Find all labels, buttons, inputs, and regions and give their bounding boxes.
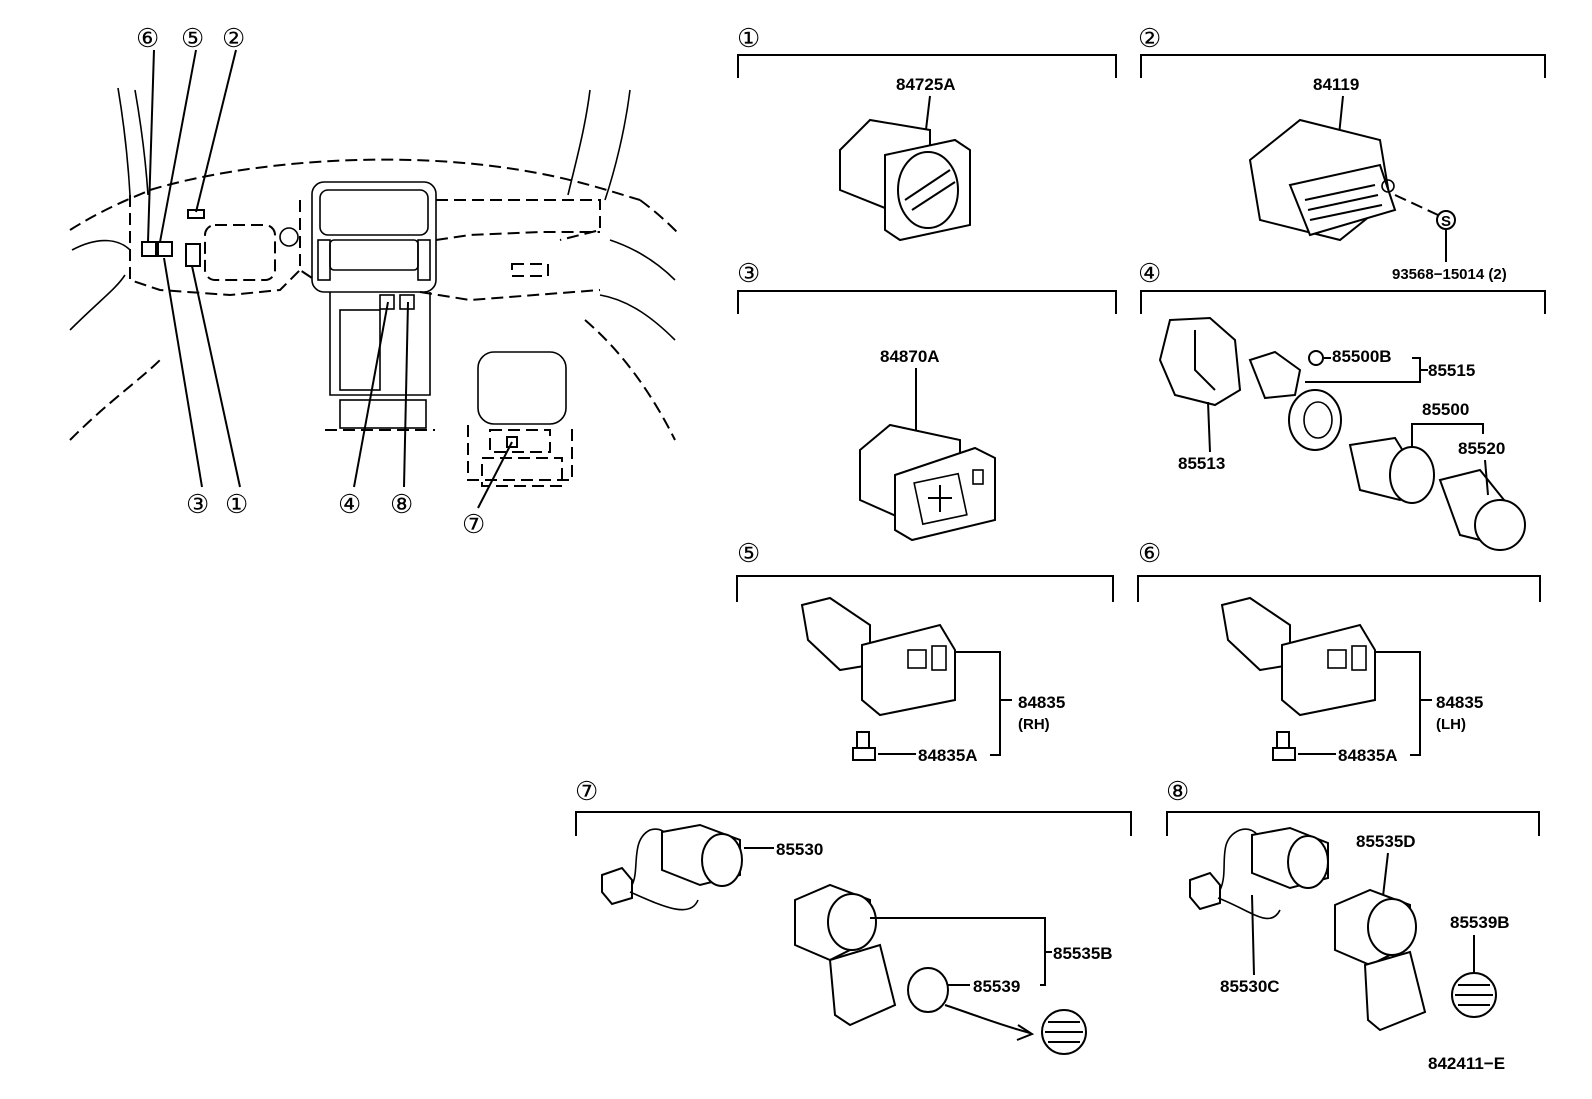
part-85500-label: 85500 — [1422, 400, 1469, 419]
section-4: ④ 85513 85500B 85515 85500 85520 — [1138, 258, 1546, 551]
section-6: ⑥ 84835 (LH) 84835A — [1137, 538, 1541, 765]
lighter-retainer-part — [1158, 316, 1242, 407]
section-8-marker: ⑧ — [1166, 776, 1189, 806]
part-84870A-label: 84870A — [880, 347, 940, 366]
section-8: ⑧ 85535D 85530C 85539B — [1166, 776, 1540, 1032]
section-1-marker: ① — [737, 23, 760, 53]
section-7: ⑦ 85530 85535B 85539 — [575, 776, 1132, 1055]
part-85515-label: 85515 — [1428, 361, 1475, 380]
overview-callout-6: ⑥ — [136, 23, 159, 53]
cap-label-detail — [1041, 1009, 1087, 1055]
section-2: ② 84119 S 93568−15014 (2) — [1138, 23, 1546, 283]
screw-symbol: S — [1441, 213, 1451, 230]
seat-heater-switch-rh-part — [800, 596, 956, 717]
part-85520-label: 85520 — [1458, 439, 1505, 458]
overview-callout-4: ④ — [338, 489, 361, 519]
part-85530-label: 85530 — [776, 840, 823, 859]
part-93568-15014-label: 93568−15014 (2) — [1392, 266, 1507, 283]
part-84835-lh-label: 84835 — [1436, 693, 1483, 712]
overview-callout-2: ② — [222, 23, 245, 53]
part-84835A-lh-label: 84835A — [1338, 746, 1398, 765]
mirror-switch-part — [859, 423, 996, 542]
power-outlet-socket-part — [601, 823, 743, 911]
section-2-marker: ② — [1138, 23, 1161, 53]
outlet-with-cover-8-part — [1334, 888, 1427, 1032]
overview-callout-7: ⑦ — [462, 509, 485, 539]
part-85539-label: 85539 — [973, 977, 1020, 996]
lighter-socket-part — [1248, 350, 1342, 451]
figure-id: 842411−E — [1428, 1054, 1505, 1073]
part-84725A-label: 84725A — [896, 75, 956, 94]
power-outlet-socket-8-part — [1189, 826, 1329, 920]
section-5-marker: ⑤ — [737, 538, 760, 568]
part-85535B-label: 85535B — [1053, 944, 1113, 963]
bulb-84835A-rh-part — [852, 731, 876, 761]
overview-callout-1: ① — [225, 489, 248, 519]
part-84119-label: 84119 — [1313, 75, 1359, 94]
part-85535D-label: 85535D — [1356, 832, 1416, 851]
heater-control-part — [1248, 118, 1397, 242]
part-84835-rh-side: (RH) — [1018, 716, 1050, 733]
lighter-element-part — [1348, 436, 1526, 551]
section-1: ① 84725A — [737, 23, 1117, 242]
cap-85539B-part — [1451, 972, 1497, 1018]
part-85500B-label: 85500B — [1332, 347, 1392, 366]
part-84835-lh-side: (LH) — [1436, 716, 1466, 733]
overview-callout-8: ⑧ — [390, 489, 413, 519]
section-3-marker: ③ — [737, 258, 760, 288]
cap-85539-part — [907, 967, 949, 1013]
section-4-marker: ④ — [1138, 258, 1161, 288]
dimmer-switch-part — [839, 118, 971, 242]
bulb-84835A-lh-part — [1272, 731, 1296, 761]
section-5: ⑤ 84835 (RH) 84835A — [736, 538, 1114, 765]
part-84835A-rh-label: 84835A — [918, 746, 978, 765]
outlet-with-cover-part — [794, 883, 897, 1027]
part-85513-label: 85513 — [1178, 454, 1225, 473]
dashboard-overview: ⑥ ⑤ ② ③ ① ④ ⑧ ⑦ — [69, 23, 681, 539]
section-6-marker: ⑥ — [1138, 538, 1161, 568]
section-7-marker: ⑦ — [575, 776, 598, 806]
section-3: ③ 84870A — [737, 258, 1117, 542]
overview-callout-3: ③ — [186, 489, 209, 519]
part-85539B-label: 85539B — [1450, 913, 1510, 932]
part-85530C-label: 85530C — [1220, 977, 1280, 996]
overview-callout-5: ⑤ — [181, 23, 204, 53]
seat-heater-switch-lh-part — [1220, 596, 1376, 717]
part-84835-rh-label: 84835 — [1018, 693, 1065, 712]
